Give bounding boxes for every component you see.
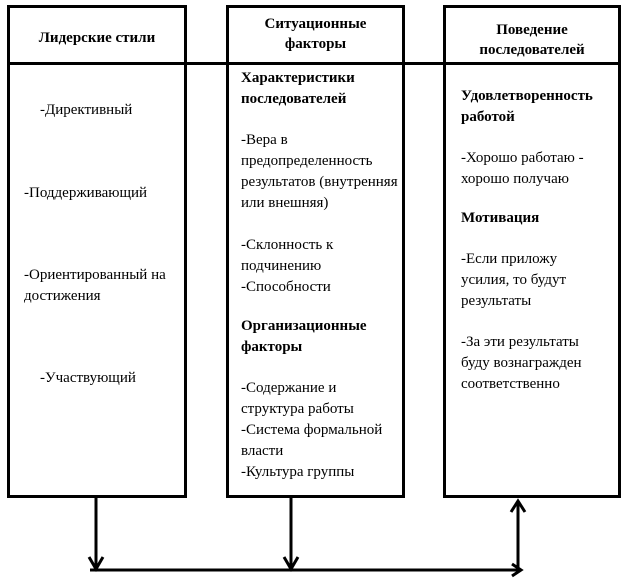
follower-characteristics-heading: Характеристики последователей (241, 70, 355, 107)
motivation-heading: Мотивация (461, 210, 540, 226)
leadership-styles-box (7, 5, 187, 498)
motivation-effort-item: -Если приложу усилия, то будут результат… (461, 251, 567, 309)
style-achievement: -Ориентированный на достижения (24, 267, 166, 304)
factor-formal-authority: -Система формальной власти (241, 422, 383, 459)
job-satisfaction-heading: Удовлетворенность работой (461, 88, 593, 125)
situational-factors-title: Ситуационные факторы (264, 16, 367, 52)
leadership-styles-title: Лидерские стили (38, 30, 156, 46)
motivation-reward-item: -За эти результаты буду вознагражден соо… (461, 334, 582, 392)
situational-factors-box (226, 5, 405, 498)
follower-behavior-box (443, 5, 621, 498)
style-supportive: -Поддерживающий (24, 185, 148, 201)
factor-dogmatism: -Склонность к подчинению (241, 237, 334, 274)
factor-task-structure: -Содержание и структура работы (241, 380, 354, 417)
factor-ability: -Способности (241, 279, 331, 295)
style-directive: -Директивный (40, 102, 133, 118)
satisfaction-item: -Хорошо работаю - хорошо получаю (461, 150, 584, 187)
style-participative: -Участвующий (40, 370, 136, 386)
organizational-factors-heading: Организационные факторы (241, 318, 367, 355)
factor-locus-of-control: -Вера в предопределенность результатов (… (241, 132, 398, 211)
factor-group-culture: -Культура группы (241, 464, 355, 480)
header-divider (7, 62, 620, 65)
follower-behavior-title: Поведение последователей (479, 22, 585, 58)
